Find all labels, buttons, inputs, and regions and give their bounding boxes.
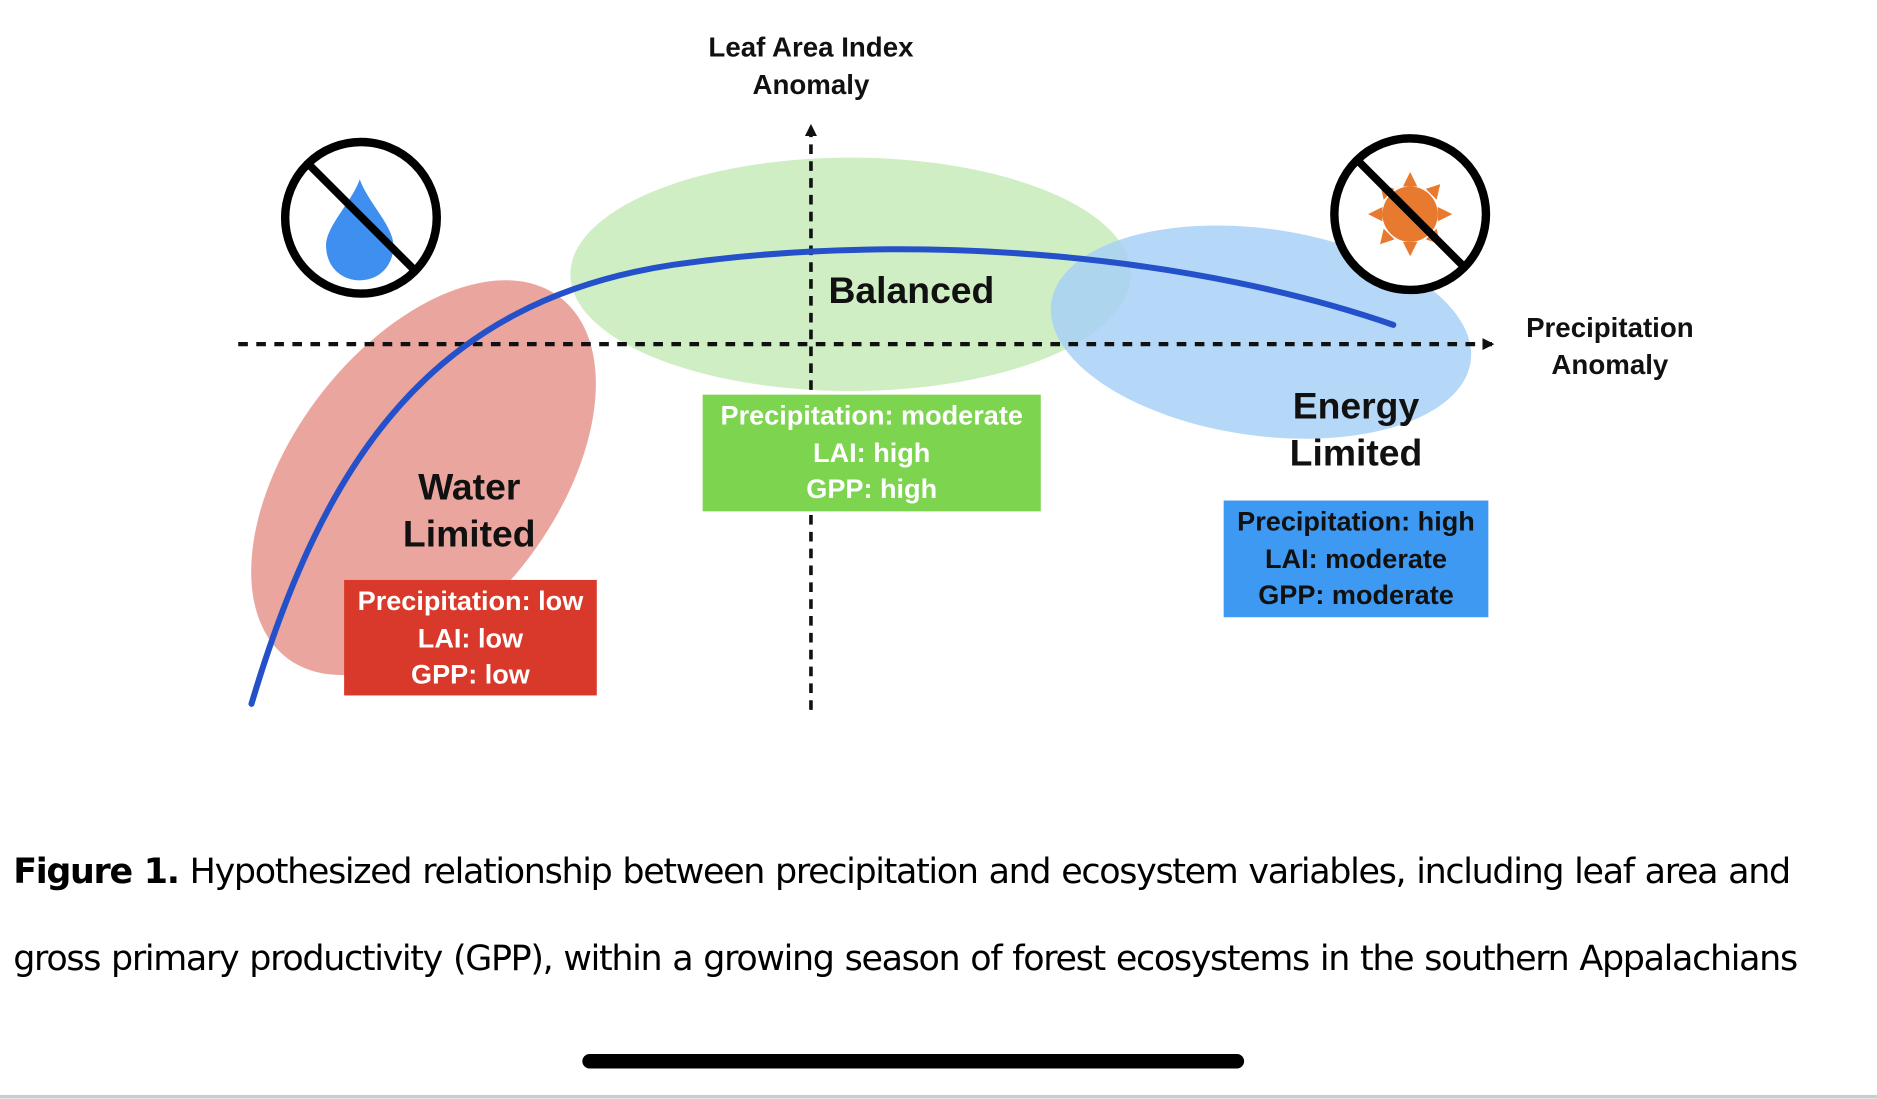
precipitation-value: Precipitation: moderate xyxy=(720,400,1023,431)
figure-label: Figure 1. xyxy=(13,850,180,892)
response-curve xyxy=(248,246,1397,707)
home-indicator[interactable] xyxy=(582,1054,1245,1069)
balanced-info-box: Precipitation: moderate LAI: high GPP: h… xyxy=(702,394,1041,512)
lai-value: LAI: high xyxy=(813,437,931,468)
balanced-label: Balanced xyxy=(828,269,995,312)
energy-limited-label: Energy Limited xyxy=(1289,385,1423,475)
energy-limited-info-box: Precipitation: high LAI: moderate GPP: m… xyxy=(1223,500,1489,618)
caption-text: Hypothesized relationship between precip… xyxy=(13,850,1798,979)
precipitation-value: Precipitation: high xyxy=(1237,506,1475,537)
gpp-value: GPP: moderate xyxy=(1258,579,1454,611)
bottom-divider xyxy=(0,1094,1877,1099)
gpp-value: GPP: high xyxy=(806,474,938,505)
y-axis-title: Leaf Area Index Anomaly xyxy=(708,31,914,100)
lai-value: LAI: moderate xyxy=(1264,543,1448,574)
gpp-value: GPP: low xyxy=(411,659,530,690)
x-axis-title: Precipitation Anomaly xyxy=(1526,311,1694,381)
water-limited-region xyxy=(251,280,596,676)
balanced-region xyxy=(570,157,1132,392)
diagram-canvas xyxy=(238,123,1495,710)
water-limited-info-box: Precipitation: low LAI: low GPP: low xyxy=(344,579,597,696)
no-water-icon xyxy=(280,137,441,298)
conceptual-diagram: Leaf Area Index Anomaly Precipitation An… xyxy=(238,31,1694,710)
precipitation-value: Precipitation: low xyxy=(357,585,584,617)
lai-value: LAI: low xyxy=(417,622,524,653)
no-sun-icon xyxy=(1330,134,1491,295)
water-limited-label: Water Limited xyxy=(402,465,536,555)
figure-caption: Figure 1. Hypothesized relationship betw… xyxy=(13,828,1872,1001)
